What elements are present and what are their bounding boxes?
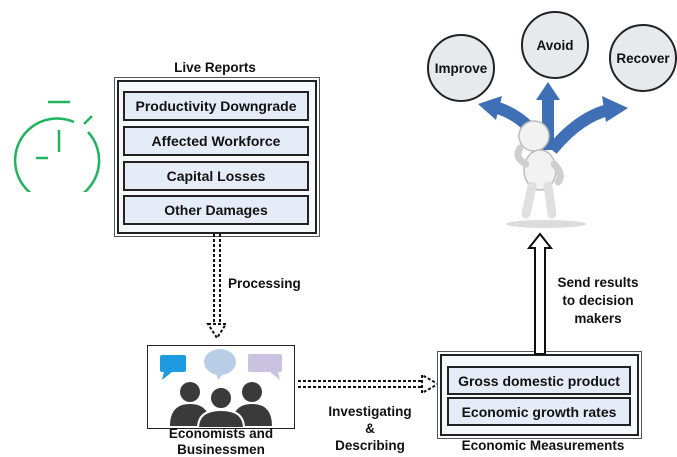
- processing-label: Processing: [228, 276, 301, 291]
- report-item-productivity: Productivity Downgrade: [123, 91, 309, 121]
- report-item-workforce: Affected Workforce: [123, 126, 309, 156]
- send-results-arrow: [527, 232, 553, 355]
- economists-label-line1: Economists and: [168, 426, 274, 441]
- chat-bubble-icon: [160, 355, 186, 380]
- outcome-avoid: Avoid: [521, 11, 589, 79]
- measurements-panel: Gross domestic product Economic growth r…: [440, 354, 639, 436]
- processing-arrow: [206, 234, 228, 340]
- send-label-line3: makers: [574, 311, 622, 326]
- live-reports-panel: Productivity Downgrade Affected Workforc…: [117, 80, 317, 234]
- outcome-recover: Recover: [609, 24, 677, 92]
- chat-bubble-icon: [248, 354, 282, 380]
- economists-panel: [147, 345, 295, 429]
- people-icon: [160, 349, 282, 428]
- economists-label-line2: Businessmen: [177, 442, 265, 457]
- measure-item-growth: Economic growth rates: [447, 397, 631, 426]
- investigating-label-line2: &: [365, 421, 375, 436]
- live-reports-title: Live Reports: [174, 60, 256, 75]
- report-item-other: Other Damages: [123, 195, 309, 225]
- thinking-figure-icon: [478, 82, 628, 228]
- measure-item-gdp: Gross domestic product: [447, 366, 631, 395]
- measurements-title: Economic Measurements: [461, 438, 625, 453]
- stopwatch-icon: [13, 100, 101, 192]
- investigating-label-line3: Describing: [335, 438, 405, 453]
- investigating-arrow: [298, 373, 441, 395]
- send-label-line1: Send results: [557, 275, 639, 290]
- chat-bubble-icon: [204, 349, 236, 380]
- outcome-improve: Improve: [427, 34, 495, 102]
- send-label-line2: to decision: [562, 293, 634, 308]
- report-item-capital: Capital Losses: [123, 161, 309, 191]
- investigating-label-line1: Investigating: [328, 404, 412, 419]
